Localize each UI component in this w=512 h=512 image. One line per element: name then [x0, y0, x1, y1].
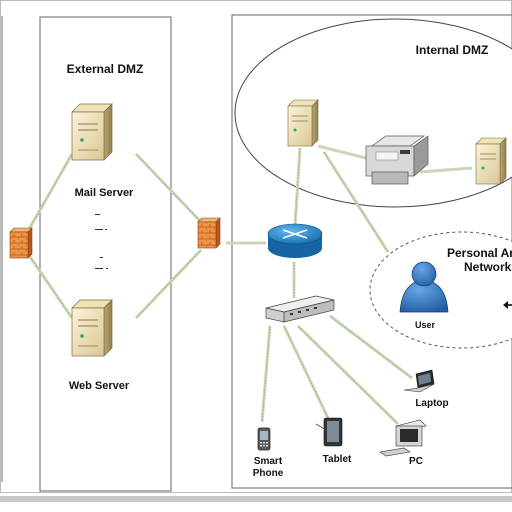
- laptop-label: Laptop: [415, 398, 448, 409]
- bottom-scroll-strip: [0, 496, 512, 502]
- pc-icon: [379, 419, 427, 457]
- smart-phone-label-line1: Smart: [254, 456, 283, 467]
- personal-area-label-line2: Network: [464, 260, 512, 274]
- link-server-pan: [322, 151, 390, 253]
- tablet-icon: [315, 417, 343, 447]
- web-server-label: Web Server: [69, 380, 130, 392]
- external-dmz-label: External DMZ: [67, 62, 144, 76]
- mail-server-label: Mail Server: [75, 187, 134, 199]
- internal-server-right-icon: [475, 137, 507, 185]
- switch-icon: [265, 295, 335, 323]
- smart-phone-label-line2: Phone: [253, 468, 284, 479]
- internal-network-zone: [231, 14, 512, 489]
- external-dmz-zone: [39, 16, 172, 492]
- user-label: User: [415, 320, 436, 330]
- tablet-label: Tablet: [323, 454, 352, 465]
- link-server-printer: [317, 144, 367, 160]
- internal-dmz-ellipse: [234, 18, 512, 208]
- personal-area-label-line1: Personal Ar: [447, 246, 512, 260]
- user-icon: [399, 261, 449, 313]
- smart-phone-icon: [257, 427, 271, 451]
- printer-icon: [365, 135, 429, 185]
- pc-label: PC: [409, 456, 423, 467]
- laptop-icon: [403, 369, 435, 393]
- link-printer-server: [419, 166, 473, 174]
- arrow-left-icon: [503, 301, 512, 309]
- internal-server-left-icon: [287, 99, 319, 147]
- link-mail-fw: [134, 152, 203, 224]
- ellipsis-dots: [95, 214, 108, 269]
- router-icon: [267, 223, 323, 258]
- internal-dmz-label: Internal DMZ: [416, 43, 489, 57]
- firewall-right-icon: [197, 217, 221, 249]
- mail-server-icon: [71, 103, 113, 161]
- firewall-left-icon: [9, 227, 33, 259]
- web-server-icon: [71, 299, 113, 357]
- link-web-fw: [134, 248, 203, 320]
